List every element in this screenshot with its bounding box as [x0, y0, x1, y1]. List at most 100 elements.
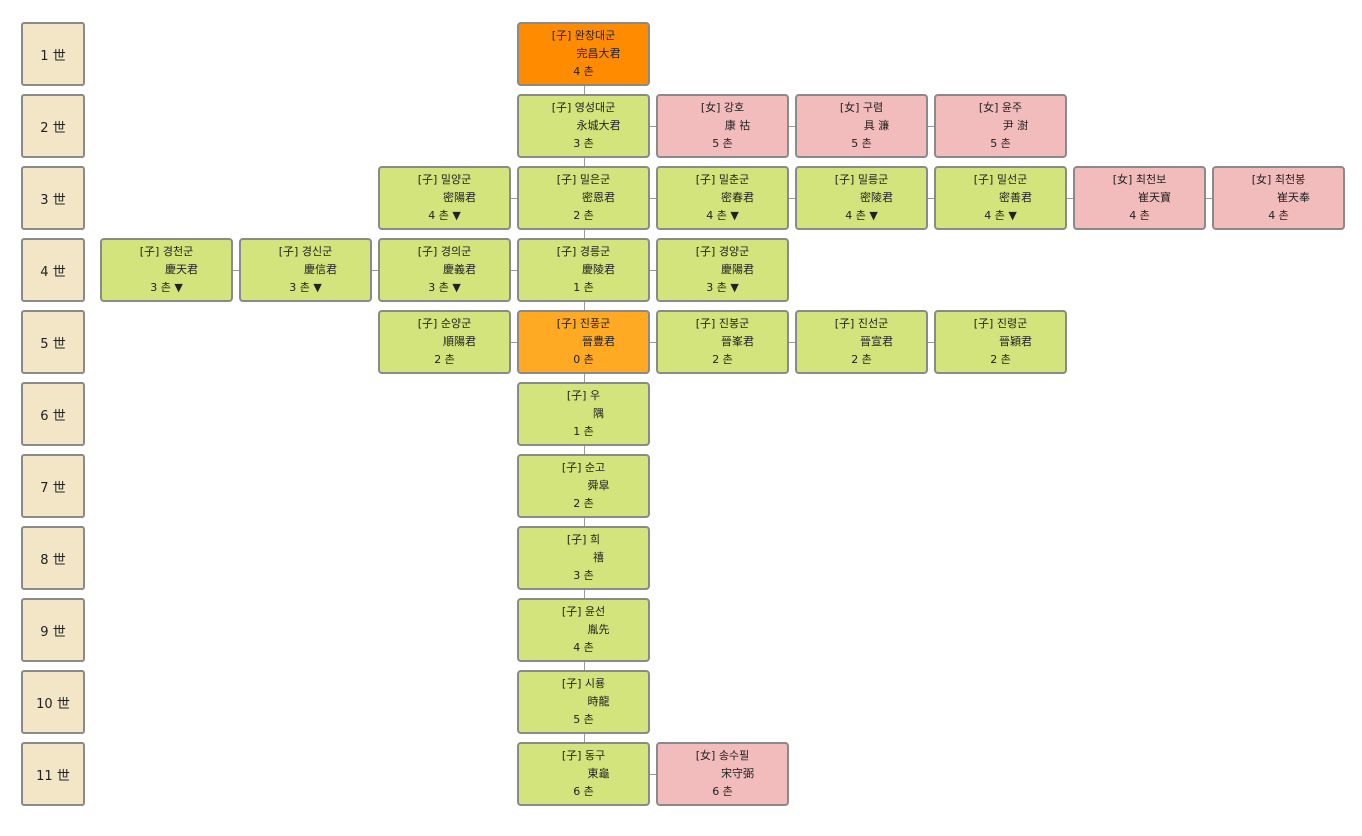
hanja-name: 晉宣君: [860, 335, 893, 348]
hanja-name: 密春君: [721, 191, 754, 204]
person-node[interactable]: [子] 경양군 慶陽君 3 촌 ▼: [656, 238, 789, 302]
person-name: [子] 영성대군: [519, 99, 648, 117]
person-name: [子] 순고: [519, 459, 648, 477]
hanja-name: 隅: [593, 407, 604, 420]
relation-tag: [子]: [556, 317, 577, 330]
generation-label: 1 世: [21, 22, 85, 86]
person-name: [子] 경양군: [658, 243, 787, 261]
korean-name: 강호: [723, 101, 745, 114]
korean-name: 경릉군: [579, 245, 611, 258]
kinship-degree: 6 촌: [573, 785, 594, 798]
relation-tag: [子]: [566, 389, 587, 402]
kinship-degree: 2 촌: [990, 353, 1011, 366]
hanja-name: 時龍: [587, 695, 610, 708]
person-node[interactable]: [子] 동구 東龜 6 촌: [517, 742, 650, 806]
person-node[interactable]: [子] 영성대군 永城大君 3 촌: [517, 94, 650, 158]
hanja-name: 晉豊君: [582, 335, 615, 348]
person-name: [女] 구렴: [797, 99, 926, 117]
person-name: [女] 최천봉: [1214, 171, 1343, 189]
relation-tag: [子]: [834, 173, 855, 186]
person-name: [子] 진풍군: [519, 315, 648, 333]
person-name: [子] 경천군: [102, 243, 231, 261]
kinship-degree: 4 촌: [1268, 209, 1289, 222]
hanja-name: 尹 澍: [1002, 119, 1029, 132]
kinship-degree: 4 촌: [573, 641, 594, 654]
hanja-name: 永城大君: [576, 119, 621, 132]
korean-name: 밀양군: [440, 173, 472, 186]
korean-name: 경의군: [440, 245, 472, 258]
generation-label: 7 世: [21, 454, 85, 518]
generation-label: 10 世: [21, 670, 85, 734]
person-name: [子] 시룡: [519, 675, 648, 693]
connector-line: [583, 774, 723, 775]
relation-tag: [子]: [417, 173, 438, 186]
korean-name: 송수필: [718, 749, 750, 762]
person-name: [子] 동구: [519, 747, 648, 765]
relation-tag: [子]: [551, 101, 572, 114]
relation-tag: [女]: [1251, 173, 1272, 186]
relation-tag: [子]: [695, 173, 716, 186]
kinship-degree: 2 촌: [573, 209, 594, 222]
korean-name: 진령군: [996, 317, 1028, 330]
relation-tag: [子]: [561, 749, 582, 762]
relation-tag: [子]: [551, 29, 572, 42]
person-name: [子] 경릉군: [519, 243, 648, 261]
hanja-name: 禧: [593, 551, 604, 564]
relation-tag: [女]: [695, 749, 716, 762]
korean-name: 구렴: [862, 101, 884, 114]
kinship-degree: 3 촌 ▼: [706, 281, 739, 294]
kinship-degree: 4 촌 ▼: [845, 209, 878, 222]
korean-name: 진봉군: [718, 317, 750, 330]
korean-name: 경신군: [301, 245, 333, 258]
kinship-degree: 5 촌: [990, 137, 1011, 150]
relation-tag: [子]: [561, 677, 582, 690]
hanja-name: 康 祜: [724, 119, 751, 132]
relation-tag: [子]: [561, 461, 582, 474]
hanja-name: 慶陽君: [721, 263, 754, 276]
kinship-degree: 6 촌: [712, 785, 733, 798]
person-name: [子] 순양군: [380, 315, 509, 333]
generation-label: 5 世: [21, 310, 85, 374]
kinship-degree: 3 촌: [573, 137, 594, 150]
kinship-degree: 1 촌: [573, 281, 594, 294]
relation-tag: [子]: [139, 245, 160, 258]
kinship-degree: 2 촌: [851, 353, 872, 366]
person-name: [子] 윤선: [519, 603, 648, 621]
person-name: [子] 밀은군: [519, 171, 648, 189]
hanja-name: 慶信君: [304, 263, 337, 276]
kinship-degree: 4 촌: [1129, 209, 1150, 222]
relation-tag: [子]: [561, 605, 582, 618]
generation-label: 9 世: [21, 598, 85, 662]
relation-tag: [子]: [417, 245, 438, 258]
korean-name: 윤주: [1001, 101, 1023, 114]
hanja-name: 崔天寶: [1138, 191, 1171, 204]
hanja-name: 東龜: [587, 767, 610, 780]
